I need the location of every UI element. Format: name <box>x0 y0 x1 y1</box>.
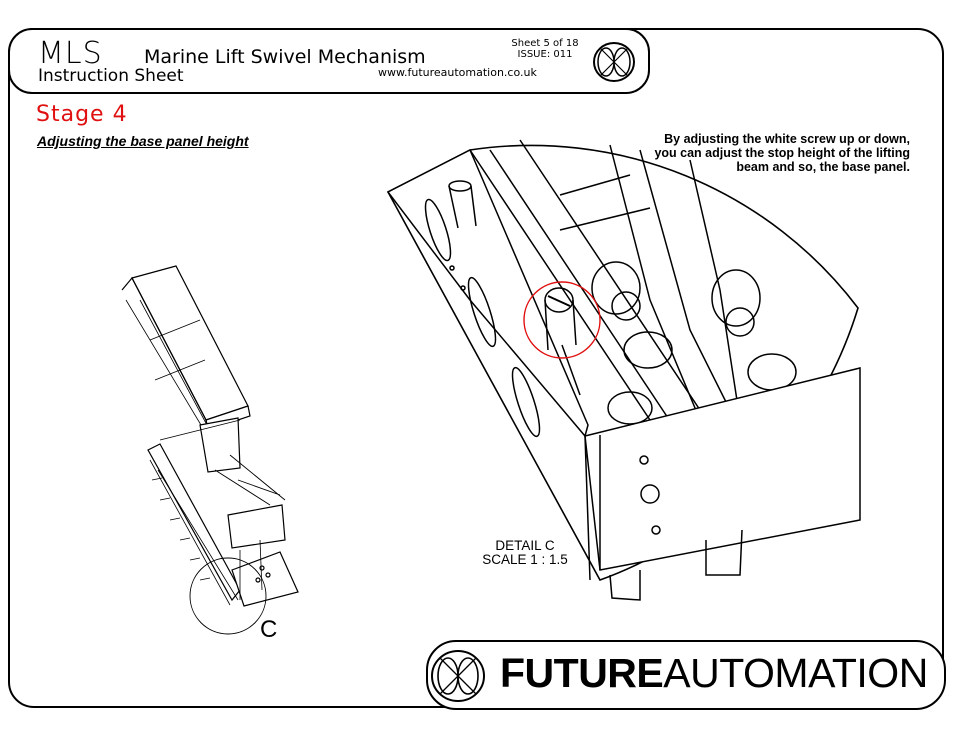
detail-c-view <box>386 139 861 601</box>
full-assembly-view <box>121 265 299 635</box>
sheet-info: Sheet 5 of 18 ISSUE: 011 <box>495 38 595 60</box>
stage-subtitle: Adjusting the base panel height <box>37 133 249 149</box>
brand-name-regular: AUTOMATION <box>663 650 928 696</box>
brand-name-bold: FUTURE <box>500 650 664 696</box>
website-link[interactable]: www.futureautomation.co.uk <box>378 66 537 79</box>
brand-banner <box>426 640 946 710</box>
document-type: Instruction Sheet <box>38 66 184 86</box>
detail-name: DETAIL C <box>495 538 555 553</box>
product-name: Marine Lift Swivel Mechanism <box>144 46 426 68</box>
future-automation-logo-icon <box>431 650 485 702</box>
detail-callout-letter: C <box>260 616 278 643</box>
issue-number: ISSUE: 011 <box>517 49 573 60</box>
brand-name: FUTUREAUTOMATION <box>500 650 928 697</box>
instruction-note: By adjusting the white screw up or down,… <box>654 132 910 174</box>
screw-highlight-circle <box>523 281 601 359</box>
detail-label: DETAIL C SCALE 1 : 1.5 <box>470 539 580 567</box>
sheet-number: Sheet 5 of 18 <box>511 38 579 49</box>
product-code: MLS <box>38 36 103 71</box>
stage-title: Stage 4 <box>36 102 128 127</box>
title-block <box>8 28 650 94</box>
detail-scale: SCALE 1 : 1.5 <box>482 552 568 567</box>
future-automation-logo-icon <box>593 42 635 82</box>
